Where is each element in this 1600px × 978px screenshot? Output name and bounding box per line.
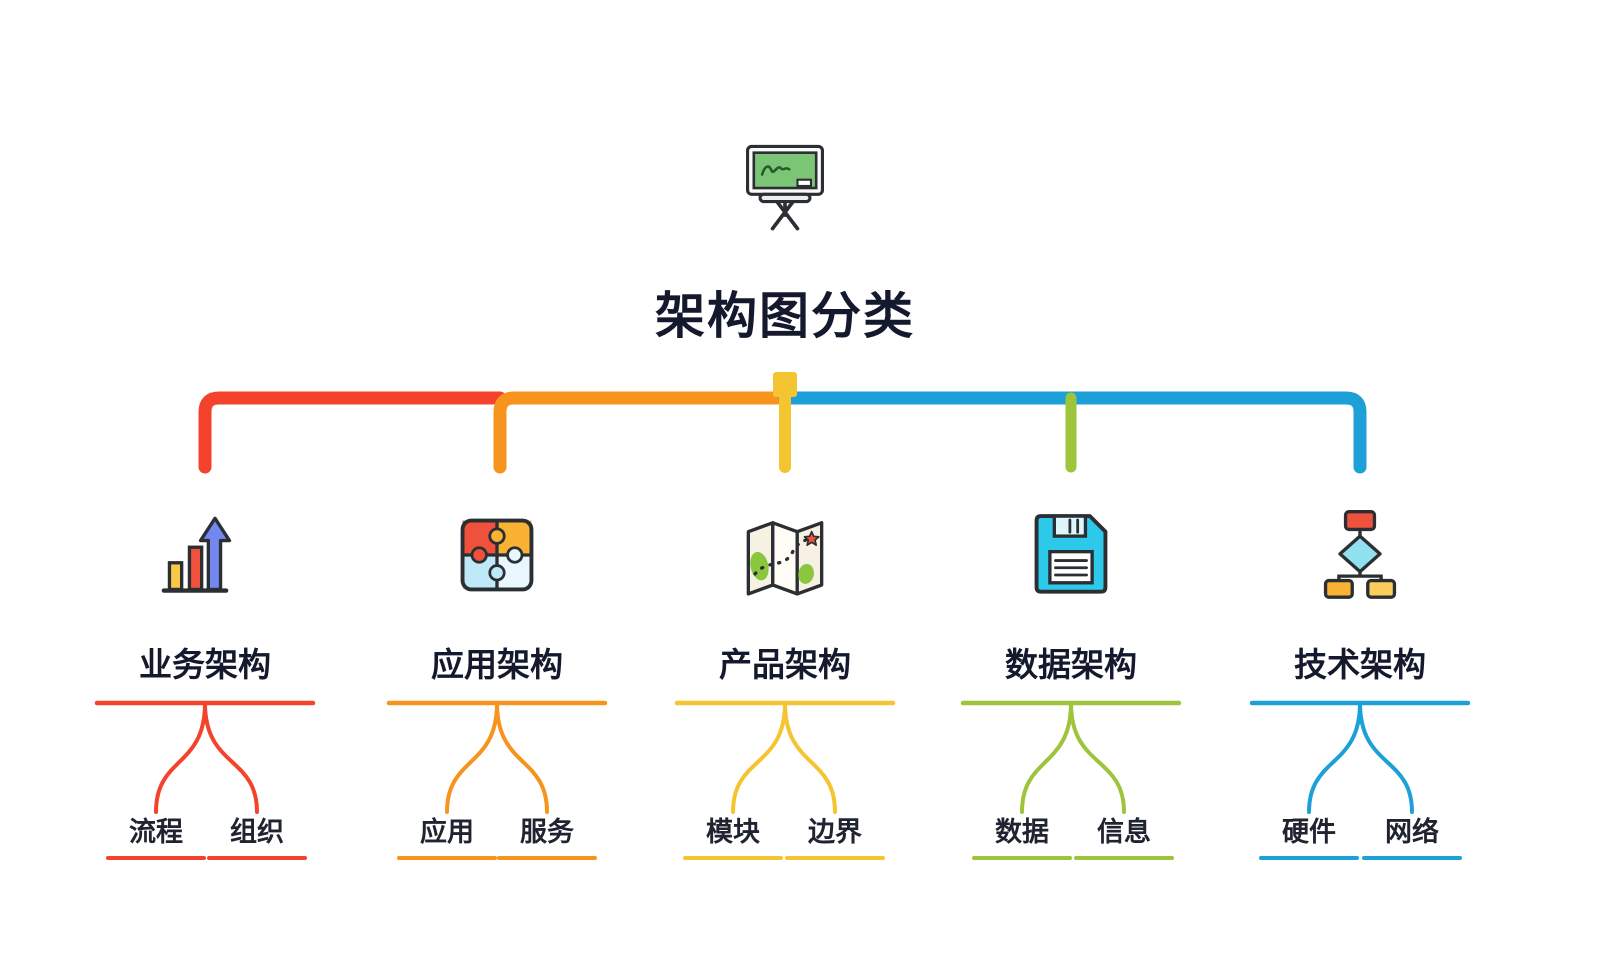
- fork-data: [1020, 701, 1126, 814]
- subtopic-data[interactable]: 数据: [995, 817, 1049, 847]
- connector-business-branch: [198, 391, 507, 474]
- fork-application: [445, 701, 549, 814]
- subtopic-boundary[interactable]: 边界: [808, 817, 862, 847]
- topic-technical-architecture[interactable]: 技术架构: [1294, 646, 1426, 683]
- trunk-junction-square: [773, 372, 797, 397]
- fork-product: [731, 701, 837, 814]
- subtopic-hardware[interactable]: 硬件: [1282, 817, 1336, 847]
- floppy-disk-icon: [1021, 505, 1121, 605]
- fork-technical: [1307, 701, 1414, 814]
- topic-data-architecture[interactable]: 数据架构: [1005, 646, 1137, 683]
- mindmap-title[interactable]: 架构图分类: [655, 288, 915, 344]
- subtopic-network[interactable]: 网络: [1385, 817, 1439, 847]
- folded-map-icon: [735, 505, 835, 605]
- bar-chart-growth-icon: [155, 505, 255, 605]
- puzzle-pieces-icon: [447, 505, 547, 605]
- presentation-board-icon: [733, 140, 837, 244]
- subtopic-organization[interactable]: 组织: [230, 817, 284, 847]
- subtopic-module[interactable]: 模块: [706, 817, 760, 847]
- subtopic-information[interactable]: 信息: [1097, 817, 1151, 847]
- topic-product-architecture[interactable]: 产品架构: [719, 646, 851, 683]
- subtopic-process[interactable]: 流程: [129, 817, 183, 847]
- flowchart-icon: [1310, 505, 1410, 605]
- subtopic-application[interactable]: 应用: [420, 817, 474, 847]
- connector-technical-branch: [778, 391, 1367, 474]
- topic-business-architecture[interactable]: 业务架构: [139, 646, 271, 683]
- connector-application-branch: [493, 391, 792, 474]
- subtopic-service[interactable]: 服务: [520, 817, 574, 847]
- topic-application-architecture[interactable]: 应用架构: [431, 646, 563, 683]
- fork-business: [154, 701, 259, 814]
